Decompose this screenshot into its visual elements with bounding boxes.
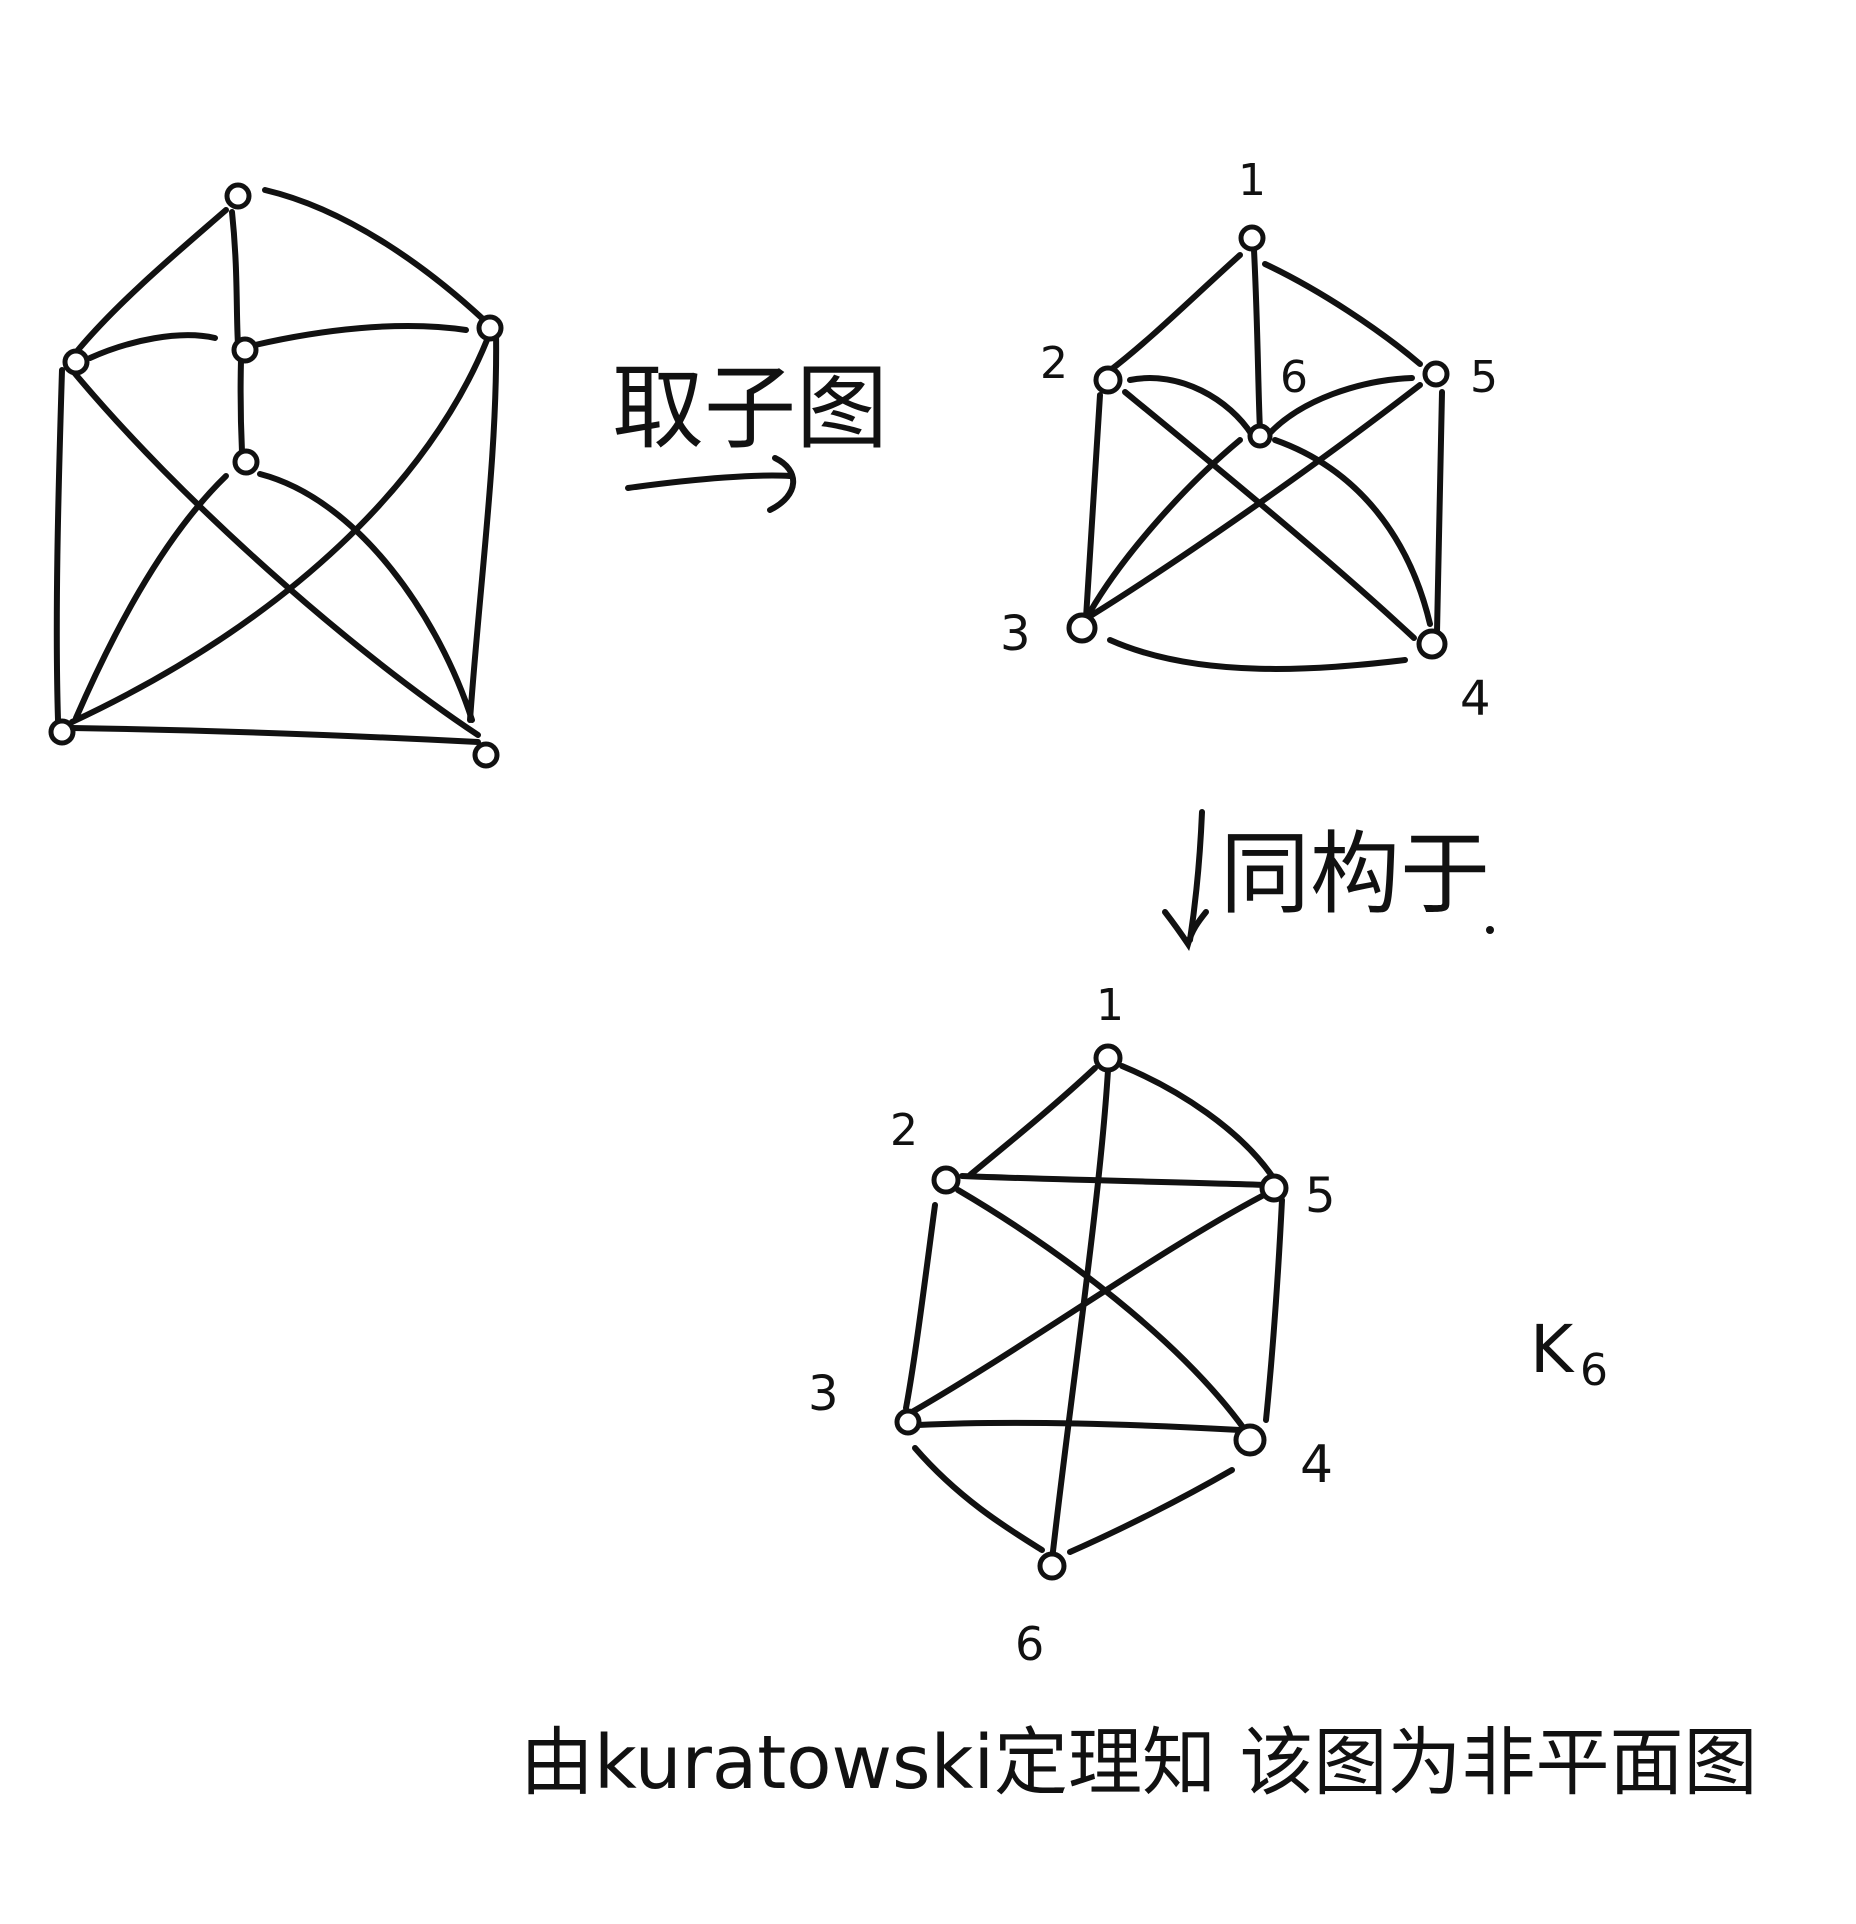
graph-node-1 bbox=[1238, 224, 1266, 252]
k6-subscript: 6 bbox=[1580, 1345, 1608, 1396]
edge-5-6-arc bbox=[1265, 375, 1415, 438]
graph-node bbox=[62, 348, 90, 376]
edge-6-3 bbox=[1087, 437, 1243, 615]
edge-5-3 bbox=[1089, 382, 1423, 618]
subgraph: 1 2 5 6 3 4 bbox=[1000, 155, 1498, 727]
edge-3-4 bbox=[1107, 637, 1408, 672]
graph-node bbox=[472, 741, 500, 769]
edge-2-5 bbox=[959, 1173, 1271, 1188]
k6-label-1: 1 bbox=[1096, 980, 1124, 1031]
subgraph-label-1: 1 bbox=[1238, 155, 1266, 206]
conclusion-text: 由kuratowski定理知 该图为非平面图 bbox=[520, 1720, 1758, 1806]
edge-d-h-arc bbox=[257, 471, 475, 723]
graph-node-2 bbox=[931, 1165, 961, 1195]
graph-node-4 bbox=[1233, 1423, 1267, 1457]
edge-6-4 bbox=[1272, 437, 1433, 627]
k6-label: K bbox=[1530, 1311, 1575, 1388]
edge-2-4 bbox=[955, 1187, 1248, 1433]
edge-2-4 bbox=[1122, 389, 1417, 641]
edge-a-b bbox=[75, 207, 229, 353]
stray-dot bbox=[1486, 926, 1494, 934]
edge-2-3 bbox=[903, 1202, 938, 1411]
edge-5-3 bbox=[909, 1193, 1265, 1415]
edge-c-e bbox=[252, 322, 469, 348]
graph-node bbox=[231, 336, 259, 364]
edge-2-3 bbox=[1083, 392, 1103, 621]
edge-e-h bbox=[467, 329, 500, 723]
original-graph bbox=[48, 182, 504, 769]
arrow-right: 取子图 bbox=[612, 355, 888, 513]
edge-g-h bbox=[69, 725, 481, 745]
edge-1-6 bbox=[1049, 1067, 1111, 1563]
graph-node-3 bbox=[894, 1408, 922, 1436]
edge-5-4 bbox=[1263, 1197, 1285, 1423]
k6-label-2: 2 bbox=[890, 1105, 918, 1156]
edge-b-d bbox=[53, 367, 65, 723]
subgraph-label-6: 6 bbox=[1280, 352, 1308, 403]
graph-node-6 bbox=[1037, 1551, 1067, 1581]
edge-3-4 bbox=[915, 1419, 1243, 1433]
k6-label-5: 5 bbox=[1305, 1168, 1336, 1224]
edge-3-6 bbox=[912, 1445, 1045, 1553]
edge-1-6 bbox=[1251, 247, 1263, 433]
k6-graph: 1 2 5 3 4 6 bbox=[808, 980, 1336, 1671]
subgraph-label-5: 5 bbox=[1470, 352, 1498, 403]
edge-4-6 bbox=[1067, 1467, 1235, 1555]
graph-node bbox=[232, 448, 260, 476]
edge-e-g bbox=[69, 337, 490, 725]
k6-label-6: 6 bbox=[1015, 1617, 1044, 1671]
graph-node-3 bbox=[1066, 612, 1098, 644]
k6-label-3: 3 bbox=[808, 1366, 839, 1422]
edge-b-g-arc bbox=[73, 473, 229, 721]
k6-annotation: K 6 bbox=[1530, 1311, 1608, 1396]
graph-node bbox=[224, 182, 252, 210]
down-arrow-head bbox=[1162, 909, 1209, 952]
graph-node-2 bbox=[1093, 365, 1123, 395]
graph-node-6 bbox=[1247, 423, 1273, 449]
edge-a-e bbox=[262, 187, 487, 323]
edge-a-c bbox=[229, 209, 241, 348]
subgraph-label-4: 4 bbox=[1460, 671, 1491, 727]
edge-1-5 bbox=[1119, 1063, 1275, 1179]
right-arrow-shaft bbox=[625, 472, 793, 491]
graph-node bbox=[476, 314, 504, 342]
subgraph-label-3: 3 bbox=[1000, 606, 1031, 662]
down-arrow-shaft bbox=[1187, 809, 1205, 943]
edge-1-2 bbox=[1105, 252, 1243, 375]
graph-node-4 bbox=[1416, 628, 1448, 660]
right-arrow-head bbox=[767, 455, 797, 513]
edge-1-5 bbox=[1262, 261, 1423, 367]
graph-node bbox=[48, 718, 76, 746]
arrow-down: 同构于 bbox=[1162, 809, 1494, 952]
edge-c-d bbox=[237, 357, 245, 455]
k6-label-4: 4 bbox=[1300, 1435, 1333, 1495]
edge-5-4 bbox=[1434, 389, 1445, 635]
graph-node-1 bbox=[1093, 1043, 1123, 1073]
edge-b-h bbox=[69, 367, 481, 738]
subgraph-label-2: 2 bbox=[1040, 338, 1068, 389]
graph-node-5 bbox=[1259, 1173, 1289, 1203]
edge-1-2 bbox=[967, 1065, 1098, 1178]
edge-2-6-arc bbox=[1127, 375, 1255, 438]
graph-node-5 bbox=[1422, 360, 1450, 388]
arrow-label-down: 同构于 bbox=[1220, 822, 1490, 927]
arrow-label-right: 取子图 bbox=[612, 355, 888, 462]
edge-b-c bbox=[87, 332, 218, 361]
